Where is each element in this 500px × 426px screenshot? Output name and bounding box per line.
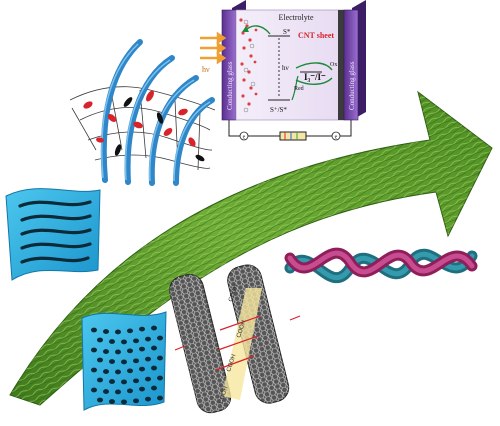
- carbon-nanotube-pair: COOH COOH COOH COOH: [169, 264, 301, 414]
- fabric-dot: [127, 368, 133, 374]
- electron-left-icon: [239, 131, 249, 141]
- fabric-dot: [109, 359, 115, 364]
- fabric-dot: [109, 399, 115, 404]
- svg-text:e: e: [335, 135, 338, 141]
- light-label: hν: [202, 65, 210, 74]
- cooh-label-3: COOH: [226, 354, 237, 373]
- fabric-dot: [157, 375, 163, 381]
- fabric-dot: [157, 335, 163, 341]
- red-label: Red: [294, 86, 304, 92]
- incident-light-arrows: [200, 31, 227, 65]
- ground-state-label: S⁺/S*: [270, 106, 287, 114]
- electron-right-icon: [331, 131, 341, 141]
- fabric-dot: [127, 328, 133, 334]
- external-circuit: [228, 120, 352, 141]
- fabric-dot: [121, 359, 127, 365]
- fabric-dot: [115, 329, 121, 335]
- svg-text:e: e: [243, 135, 246, 141]
- fabric-dot: [91, 367, 97, 373]
- excited-state-label: S*: [283, 28, 291, 36]
- ox-label: Ox: [330, 62, 337, 68]
- hv-label: hν: [282, 64, 289, 72]
- fabric-dot: [157, 355, 163, 361]
- fabric-dot: [127, 388, 133, 394]
- fabric-dot: [121, 339, 127, 345]
- fabric-dot: [115, 349, 121, 355]
- fabric-dot: [151, 385, 157, 391]
- slotted-fabric: [5, 188, 101, 281]
- cnt-sheet-label: CNT sheet: [298, 31, 334, 40]
- fiber-electrode-bundle: [69, 39, 216, 186]
- fabric-dot: [145, 396, 151, 402]
- right-glass-label: Conducting glass: [348, 61, 356, 110]
- fabric-dot: [133, 338, 139, 344]
- fabric-dot: [109, 379, 115, 384]
- fabric-dot: [103, 389, 109, 394]
- fabric-dot: [127, 348, 133, 354]
- redox-label: I₃⁻/I⁻: [304, 72, 326, 82]
- fabric-dot: [139, 326, 145, 332]
- cooh-label-4: COOH: [218, 386, 229, 405]
- fabric-dot: [103, 369, 109, 374]
- fabric-dot: [91, 327, 97, 333]
- fabric-dot: [97, 377, 103, 383]
- load-resistor: [279, 131, 307, 141]
- fabric-dot: [145, 336, 151, 342]
- dotted-fabric: [81, 311, 167, 411]
- fabric-dot: [151, 325, 157, 331]
- fabric-dot: [109, 339, 115, 344]
- fabric-dot: [97, 337, 103, 343]
- fabric-dot: [145, 376, 151, 382]
- twisted-fiber-helix: [284, 247, 478, 284]
- fabric-dot: [115, 369, 121, 375]
- fabric-dot: [157, 395, 163, 401]
- fabric-dot: [145, 356, 151, 362]
- fabric-dot: [97, 357, 103, 363]
- cooh-label-2: COOH: [236, 320, 247, 339]
- cooh-label-1: COOH: [228, 284, 239, 303]
- fabric-dot: [151, 345, 157, 351]
- fabric-dot: [121, 379, 127, 385]
- fabric-dot: [139, 346, 145, 352]
- fabric-dot: [151, 365, 157, 371]
- fabric-dot: [139, 366, 145, 372]
- fabric-dot: [115, 389, 121, 395]
- fabric-dot: [133, 398, 139, 404]
- fabric-dot: [103, 329, 109, 334]
- fabric-dot: [103, 349, 109, 354]
- left-glass-label: Conducting glass: [226, 61, 234, 110]
- fabric-dot: [91, 387, 97, 393]
- electrolyte-label: Electrolyte: [278, 13, 314, 22]
- fabric-dot: [133, 378, 139, 384]
- fabric-dot: [121, 399, 127, 405]
- fabric-dot: [97, 397, 103, 403]
- solar-cell-schematic: hν Electrolyte CNT sheet S* S⁺/S* hν I₃⁻…: [200, 0, 366, 141]
- fabric-dot: [91, 347, 97, 353]
- fabric-dot: [139, 386, 145, 392]
- fabric-dot: [133, 358, 139, 364]
